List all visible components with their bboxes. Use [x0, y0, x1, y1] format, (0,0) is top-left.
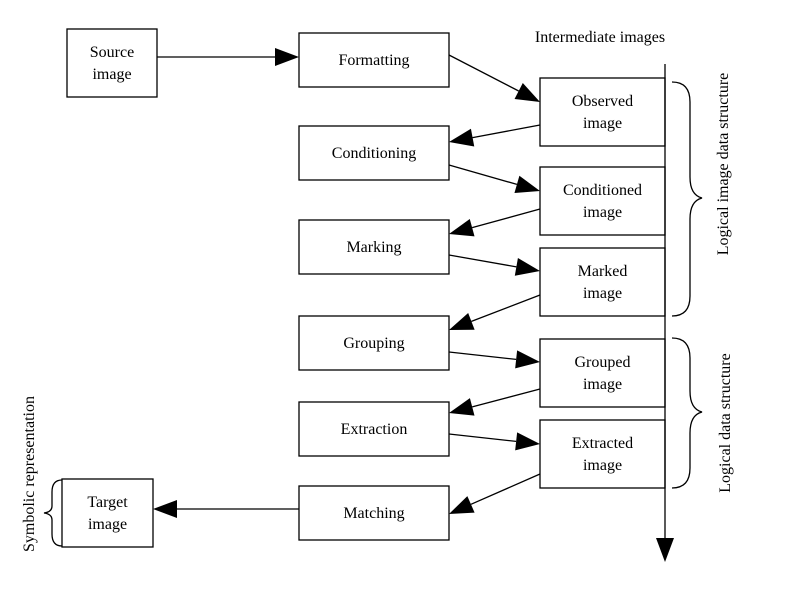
- node-conditioned-box: [539, 166, 666, 236]
- logical-image-data-structure-label: Logical image data structure: [715, 73, 732, 256]
- node-marking-box: [298, 219, 450, 275]
- node-formatting-label: Formatting: [338, 52, 409, 69]
- edge-grouping-grouped: [448, 351, 517, 361]
- arrowhead-matching-target: [153, 500, 177, 518]
- node-extracted-label: image: [583, 457, 622, 474]
- node-marked-label: Marked: [578, 263, 628, 280]
- edge-conditioned-marking: [471, 208, 541, 229]
- node-marked: Marked image: [539, 247, 666, 317]
- node-extracted-label: Extracted: [572, 435, 633, 452]
- node-grouped-label: image: [583, 376, 622, 393]
- node-conditioning-box: [298, 125, 450, 181]
- edge-conditioning-conditioned: [448, 164, 518, 186]
- node-extraction-box: [298, 401, 450, 457]
- node-conditioning-label: Conditioning: [332, 145, 416, 162]
- symbolic-representation-brace: [43, 479, 63, 547]
- node-target-label: image: [88, 516, 127, 533]
- node-grouped-label: Grouped: [575, 354, 631, 371]
- edge-observed-conditioning: [472, 124, 541, 139]
- nodes-layer: SourceimageFormattingObservedimageCondit…: [61, 28, 666, 548]
- node-source-box: [66, 28, 158, 98]
- logical-data-structure-brace: [671, 337, 703, 489]
- edge-extracted-matching: [470, 473, 541, 505]
- arrowhead-marking-marked: [514, 257, 540, 276]
- node-observed-label: Observed: [572, 93, 633, 110]
- node-grouping: Grouping: [298, 315, 450, 371]
- node-conditioned-label: Conditioned: [563, 182, 642, 199]
- arrowhead-grouped-extraction: [449, 398, 475, 416]
- edges-layer: [153, 48, 541, 518]
- node-extraction: Extraction: [298, 401, 450, 457]
- edge-grouped-extraction: [472, 388, 541, 408]
- node-extracted: Extracted image: [539, 419, 666, 489]
- node-marking: Marking: [298, 219, 450, 275]
- node-matching: Matching: [298, 485, 450, 541]
- arrowhead-extracted-matching: [449, 496, 475, 514]
- node-observed: Observed image: [539, 77, 666, 147]
- edge-marking-marked: [448, 254, 517, 268]
- node-extraction-label: Extraction: [341, 421, 408, 438]
- node-target: Target image: [61, 478, 154, 548]
- symbolic-representation-label: Symbolic representation: [21, 396, 38, 552]
- node-formatting: Formatting: [298, 32, 450, 88]
- arrowhead-formatting-observed: [514, 82, 540, 102]
- arrowhead-marked-grouping: [449, 312, 475, 330]
- node-grouping-label: Grouping: [343, 335, 404, 352]
- node-grouping-box: [298, 315, 450, 371]
- intermediate-images-axis-arrowhead: [656, 538, 674, 562]
- edge-formatting-observed: [448, 54, 519, 92]
- node-source: Source image: [66, 28, 158, 98]
- node-target-box: [61, 478, 154, 548]
- node-conditioning: Conditioning: [298, 125, 450, 181]
- node-observed-label: image: [583, 115, 622, 132]
- node-extracted-box: [539, 419, 666, 489]
- node-source-label: image: [92, 66, 131, 83]
- node-conditioned: Conditioned image: [539, 166, 666, 236]
- node-marked-box: [539, 247, 666, 317]
- node-matching-box: [298, 485, 450, 541]
- arrowhead-source-formatting: [275, 48, 299, 66]
- node-marking-label: Marking: [346, 239, 401, 256]
- node-marked-label: image: [583, 285, 622, 302]
- node-formatting-box: [298, 32, 450, 88]
- node-source-label: Source: [90, 44, 134, 61]
- node-observed-box: [539, 77, 666, 147]
- arrowhead-grouping-grouped: [515, 350, 540, 369]
- arrowhead-conditioned-marking: [449, 218, 475, 237]
- intermediate-images-label: Intermediate images: [535, 29, 665, 46]
- arrowhead-extraction-extracted: [515, 432, 540, 451]
- node-grouped-box: [539, 338, 666, 408]
- arrowhead-observed-conditioning: [449, 128, 475, 147]
- edge-extraction-extracted: [448, 433, 517, 443]
- node-conditioned-label: image: [583, 204, 622, 221]
- logical-image-data-structure-brace: [671, 81, 703, 317]
- node-matching-label: Matching: [343, 505, 404, 522]
- node-grouped: Grouped image: [539, 338, 666, 408]
- logical-data-structure-label: Logical data structure: [717, 353, 734, 493]
- node-target-label: Target: [87, 494, 128, 511]
- arrowhead-conditioning-conditioned: [514, 175, 540, 194]
- edge-marked-grouping: [471, 294, 541, 322]
